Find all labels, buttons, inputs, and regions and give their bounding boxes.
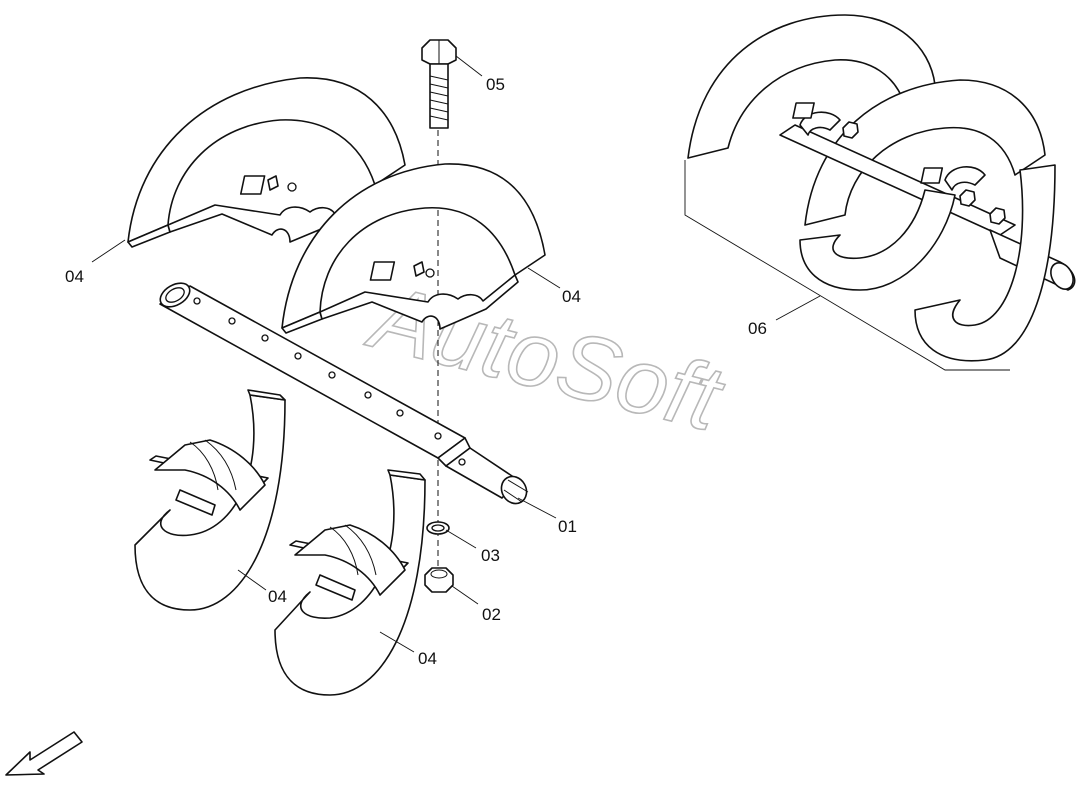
label-part-03: 03 xyxy=(481,546,500,565)
nut-part-02[interactable] xyxy=(424,567,454,593)
flight-half-upper-left[interactable] xyxy=(127,77,406,248)
assembly-view-part-06[interactable] xyxy=(684,14,1078,371)
label-part-04-upper-left: 04 xyxy=(65,267,84,286)
label-part-04-lower-right: 04 xyxy=(418,649,437,668)
flight-half-lower-right[interactable] xyxy=(274,469,426,696)
shaft-part-01[interactable] xyxy=(156,278,531,508)
bolt-part-05[interactable] xyxy=(421,39,457,129)
washer-part-03[interactable] xyxy=(426,521,450,535)
flight-half-lower-left[interactable] xyxy=(134,389,286,611)
label-part-04-lower-left: 04 xyxy=(268,587,287,606)
label-part-05: 05 xyxy=(486,75,505,94)
arrow-down-left-icon xyxy=(5,731,83,776)
flight-half-upper-right[interactable] xyxy=(281,163,546,334)
label-part-02: 02 xyxy=(482,605,501,624)
leader-lines xyxy=(91,55,821,653)
label-part-04-upper-right: 04 xyxy=(562,287,581,306)
label-part-01: 01 xyxy=(558,517,577,536)
label-part-06: 06 xyxy=(748,319,767,338)
